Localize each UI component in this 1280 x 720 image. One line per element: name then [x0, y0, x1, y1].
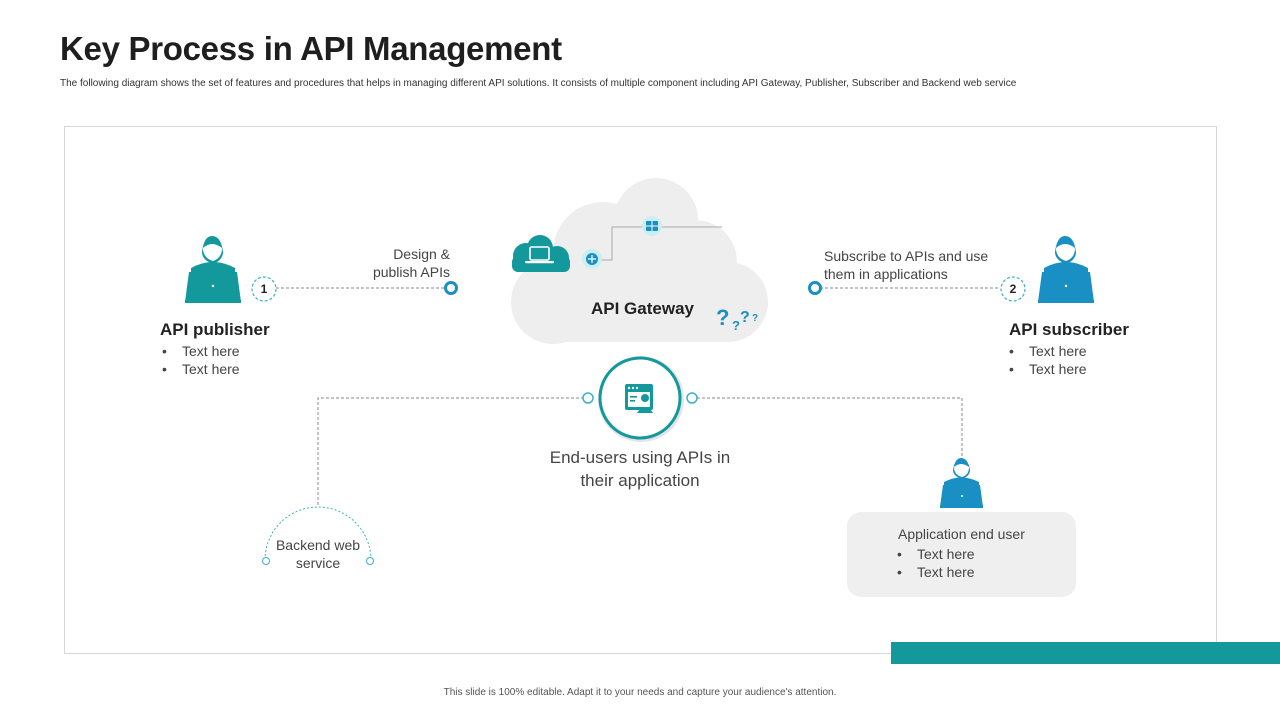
backend-arc-right-dot	[366, 557, 374, 565]
svg-text:?: ?	[732, 318, 740, 333]
diagram-frame	[64, 126, 1217, 654]
subscriber-action-label: Subscribe to APIs and use them in applic…	[824, 247, 1004, 283]
subscriber-user-laptop-icon	[1038, 236, 1094, 303]
api-gateway-label: API Gateway	[591, 299, 694, 318]
question-marks-icon: ? ? ? ?	[716, 305, 758, 333]
app-user-connector	[697, 397, 963, 458]
app-end-user-title: Application end user	[898, 526, 1025, 542]
subscriber-action-line1: Subscribe to APIs and use	[824, 248, 989, 264]
step-2-number: 2	[1009, 282, 1017, 296]
publisher-bullet: Text here	[160, 360, 240, 378]
svg-text:?: ?	[752, 313, 758, 324]
backend-line2: service	[295, 555, 341, 571]
gateway-link-line	[602, 226, 722, 261]
left-endpoint	[582, 392, 594, 404]
accent-bar	[891, 642, 1280, 664]
step-1-ring	[251, 276, 277, 302]
end-users-line1: End-users using APIs in	[549, 448, 731, 467]
end-users-line2: their application	[580, 471, 700, 490]
app-end-user-bullet: Text here	[895, 563, 975, 581]
subscriber-bullet-list: Text here Text here	[1007, 342, 1087, 378]
backend-arc-left-dot	[262, 557, 270, 565]
browser-user-icon	[625, 384, 653, 413]
subscriber-bullet: Text here	[1007, 342, 1087, 360]
app-end-user-bullet: Text here	[895, 545, 975, 563]
svg-text:?: ?	[716, 305, 729, 330]
subscriber-heading: API subscriber	[1009, 320, 1129, 339]
publisher-endpoint	[444, 281, 458, 295]
subscriber-endpoint	[808, 281, 822, 295]
app-end-user-laptop-icon	[940, 458, 983, 508]
backend-line1: Backend web	[275, 537, 361, 553]
app-end-user-bullet-list: Text here Text here	[895, 545, 975, 581]
server-icon	[642, 216, 662, 236]
backend-connector	[317, 397, 584, 505]
svg-text:?: ?	[740, 309, 750, 326]
subscriber-action-line2: them in applications	[824, 266, 948, 282]
step-1-number: 1	[260, 282, 268, 296]
api-gateway-cloud	[511, 178, 768, 344]
publisher-action-line2: publish APIs	[372, 264, 450, 280]
page-subtitle: The following diagram shows the set of f…	[60, 78, 1017, 89]
network-node-icon	[582, 249, 602, 269]
publisher-action-label: Design & publish APIs	[330, 245, 450, 281]
step-2-ring	[1000, 276, 1026, 302]
end-users-label: End-users using APIs in their applicatio…	[530, 446, 750, 492]
right-endpoint	[686, 392, 698, 404]
subscriber-bullet: Text here	[1007, 360, 1087, 378]
publisher-action-line1: Design &	[393, 246, 450, 262]
publisher-user-laptop-icon	[185, 236, 241, 303]
footer-note: This slide is 100% editable. Adapt it to…	[443, 687, 837, 698]
page-title: Key Process in API Management	[60, 30, 562, 67]
cloud-laptop-icon	[512, 235, 570, 272]
publisher-bullet-list: Text here Text here	[160, 342, 240, 378]
publisher-heading: API publisher	[160, 320, 270, 339]
publisher-bullet: Text here	[160, 342, 240, 360]
backend-web-service-label: Backend web service	[268, 536, 368, 572]
